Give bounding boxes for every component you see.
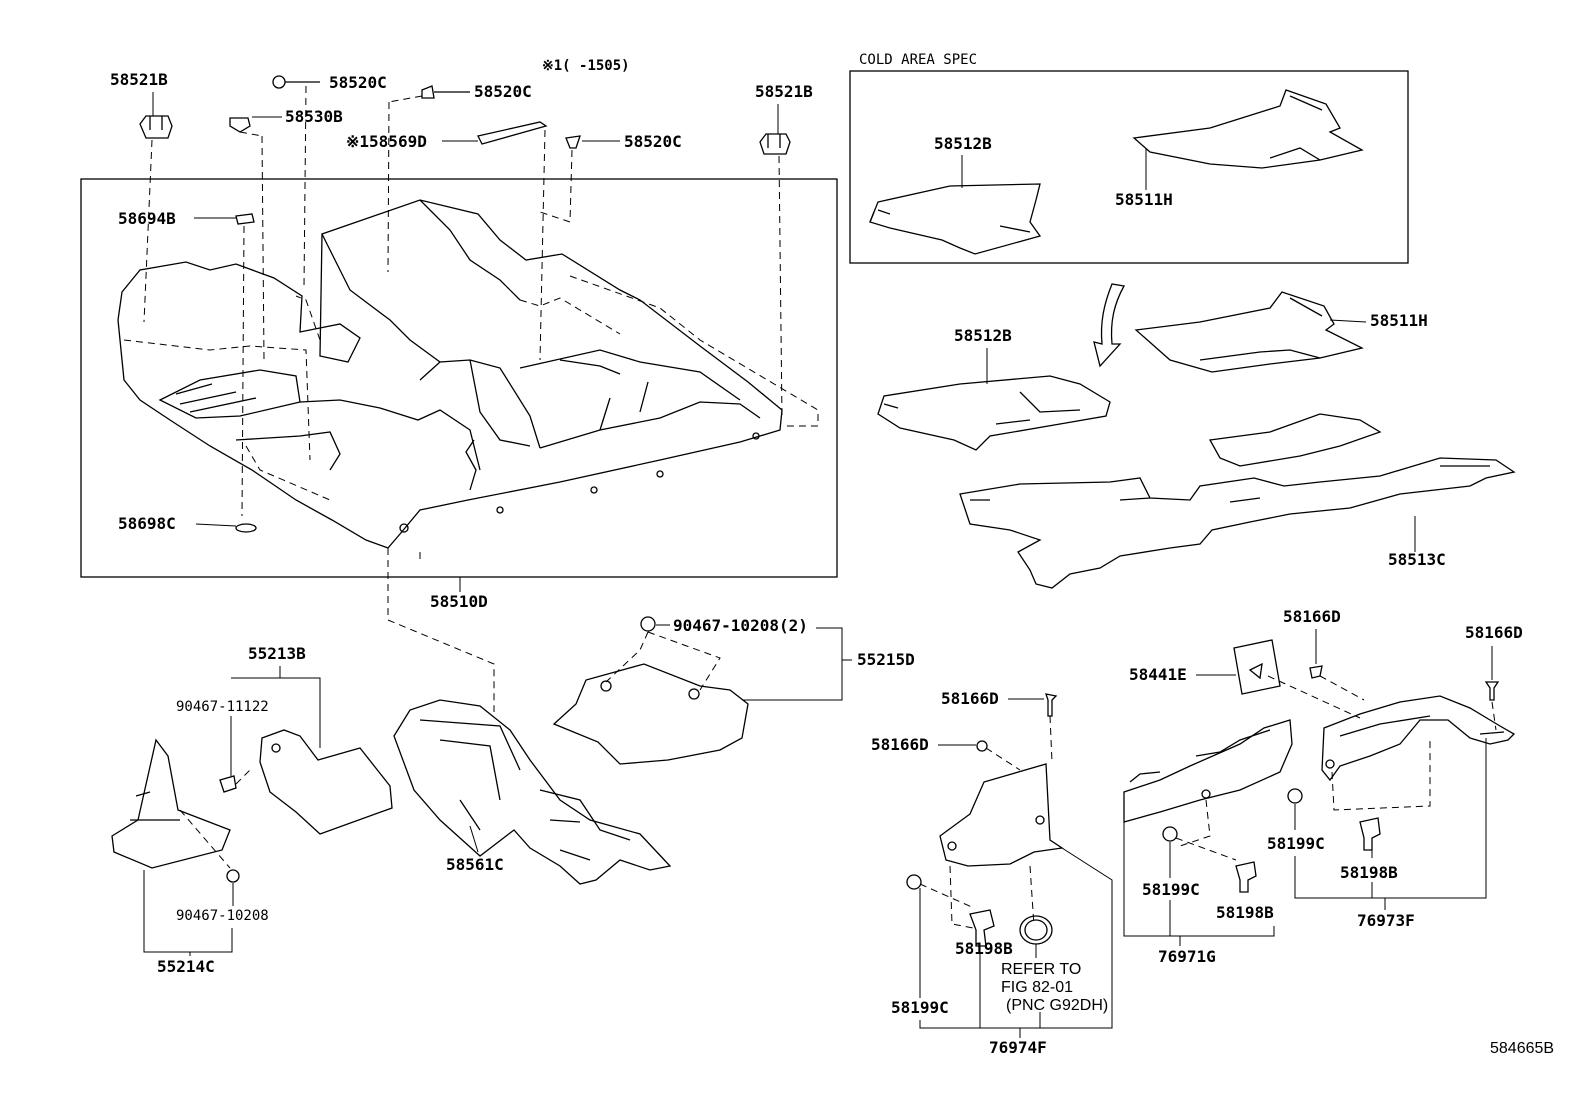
part-58198B-c-clip[interactable]: [1359, 817, 1381, 851]
part-58199C-b-clip[interactable]: [1162, 826, 1178, 842]
part-58510D-floor-carpet[interactable]: [117, 199, 783, 549]
label-58513C: 58513C: [1388, 550, 1446, 569]
label-90467-10208-2: 90467-10208(2): [673, 616, 808, 635]
label-90467-11122: 90467-11122: [176, 699, 269, 715]
cold-area-spec-title: COLD AREA SPEC: [859, 52, 977, 68]
part-58512B-cold[interactable]: [869, 183, 1042, 255]
part-76973F-trim[interactable]: [1321, 695, 1516, 782]
label-90467-10208: 90467-10208: [176, 908, 269, 924]
label-58569D: ※158569D: [346, 132, 427, 151]
label-58199C-a: 58199C: [891, 998, 949, 1017]
part-58199C-c-clip[interactable]: [1287, 788, 1303, 804]
part-55214C-panel[interactable]: [111, 738, 231, 869]
label-58198B-b: 58198B: [1216, 903, 1274, 922]
part-58513C[interactable]: [959, 413, 1516, 589]
down-arrow-icon: [1093, 283, 1126, 368]
part-58512B[interactable]: [877, 375, 1111, 451]
part-90467-10208-clip[interactable]: [226, 869, 240, 883]
label-58530B: 58530B: [285, 107, 343, 126]
part-58166D-d-screw[interactable]: [1484, 681, 1500, 701]
label-76971G: 76971G: [1158, 947, 1216, 966]
part-58520C-b-clip[interactable]: [421, 85, 470, 99]
part-58698C-grommet[interactable]: [235, 523, 257, 533]
label-58521B-right: 58521B: [755, 82, 813, 101]
part-58530B-clip[interactable]: [229, 117, 251, 133]
label-58512B: 58512B: [954, 326, 1012, 345]
label-58521B-left: 58521B: [110, 70, 168, 89]
part-58441E-pad[interactable]: [1233, 639, 1281, 695]
label-58510D: 58510D: [430, 592, 488, 611]
part-58694B-grommet[interactable]: [235, 213, 255, 225]
label-58520C-b: 58520C: [474, 82, 532, 101]
label-58698C: 58698C: [118, 514, 176, 533]
part-58521B-left[interactable]: [139, 115, 173, 139]
refer-text-3: (PNC G92DH): [1006, 997, 1108, 1014]
label-58694B: 58694B: [118, 209, 176, 228]
part-55215D-panel[interactable]: [552, 663, 749, 765]
part-76971G-trim[interactable]: [1123, 719, 1293, 823]
part-58166D-a-screw[interactable]: [1045, 693, 1058, 717]
label-58199C-b: 58199C: [1142, 880, 1200, 899]
label-58198B-a: 58198B: [955, 939, 1013, 958]
part-58520C-a-clip[interactable]: [272, 75, 320, 89]
label-55213B: 55213B: [248, 644, 306, 663]
part-90467-10208-clip-2[interactable]: [640, 616, 656, 632]
cold-area-spec-box: [849, 70, 1409, 264]
part-58166D-b-screw[interactable]: [976, 740, 988, 752]
part-58199C-a-clip[interactable]: [906, 874, 922, 890]
label-58198B-c: 58198B: [1340, 863, 1398, 882]
label-58520C-c: 58520C: [624, 132, 682, 151]
label-58441E: 58441E: [1129, 665, 1187, 684]
part-58198B-b-clip[interactable]: [1235, 861, 1257, 893]
label-58511H-cold: 58511H: [1115, 190, 1173, 209]
label-58512B-cold: 58512B: [934, 134, 992, 153]
diagram-id: 584665B: [1490, 1040, 1554, 1057]
refer-text-1: REFER TO: [1001, 961, 1081, 978]
main-carpet-box: [80, 178, 838, 578]
label-55214C: 55214C: [157, 957, 215, 976]
part-90467-11122-clip[interactable]: [219, 775, 237, 793]
part-76974F-bracket[interactable]: [939, 763, 1064, 867]
label-55215D: 55215D: [857, 650, 915, 669]
label-58199C-c: 58199C: [1267, 834, 1325, 853]
label-58166D-b: 58166D: [871, 735, 929, 754]
part-refer-grommet[interactable]: [1019, 915, 1053, 945]
label-76974F: 76974F: [989, 1038, 1047, 1057]
label-58511H: 58511H: [1370, 311, 1428, 330]
label-58166D-c: 58166D: [1283, 607, 1341, 626]
part-55213B-cover[interactable]: [259, 729, 393, 835]
label-76973F: 76973F: [1357, 911, 1415, 930]
label-58166D-a: 58166D: [941, 689, 999, 708]
refer-text-2: FIG 82-01: [1001, 979, 1073, 996]
part-58569D-strip[interactable]: [477, 121, 548, 145]
note-range: ※1( -1505): [542, 58, 630, 74]
part-58521B-right[interactable]: [759, 133, 791, 155]
label-58520C-a: 58520C: [329, 73, 387, 92]
part-58561C-console-cover[interactable]: [393, 699, 672, 885]
label-58166D-d: 58166D: [1465, 623, 1523, 642]
part-58511H-cold[interactable]: [1132, 89, 1364, 169]
part-58520C-c-clip[interactable]: [565, 135, 581, 149]
part-58198B-a-clip[interactable]: [969, 909, 995, 947]
label-58561C: 58561C: [446, 855, 504, 874]
part-58511H[interactable]: [1134, 291, 1364, 373]
